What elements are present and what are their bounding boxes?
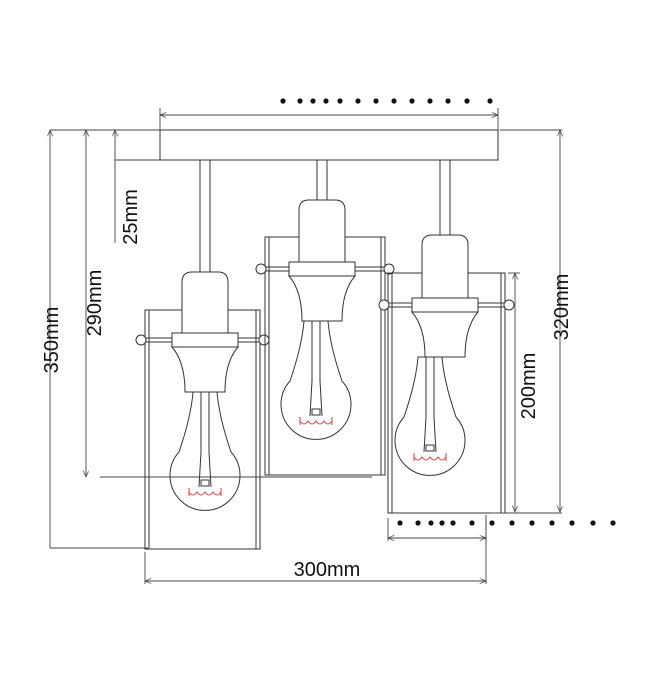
label-25mm: 25mm	[120, 189, 142, 245]
dot	[415, 520, 421, 526]
stem	[316, 159, 328, 201]
knob	[135, 334, 147, 346]
light-bulb	[169, 391, 241, 511]
socket-cup	[181, 271, 229, 337]
dimension-200mm: 200mm	[508, 273, 540, 512]
dot	[610, 520, 616, 526]
label-300mm: 300mm	[294, 559, 361, 581]
dot	[337, 98, 343, 104]
dot	[487, 98, 493, 104]
knob	[383, 263, 395, 275]
dot	[427, 98, 433, 104]
top-width-dimension	[160, 108, 498, 130]
dot	[310, 98, 316, 104]
label-350mm: 350mm	[41, 307, 63, 374]
dimension-300mm: 300mm	[145, 515, 486, 584]
dot	[529, 520, 535, 526]
dot	[373, 98, 379, 104]
dimension-350mm: 350mm	[41, 130, 160, 549]
knob	[378, 299, 390, 311]
dotted-line-top	[280, 98, 493, 104]
lamp-holder	[170, 346, 240, 393]
dot	[355, 98, 361, 104]
lamp-2	[255, 159, 395, 476]
collar	[171, 332, 239, 348]
knob	[255, 263, 267, 275]
dot	[428, 520, 434, 526]
dot	[439, 520, 445, 526]
stem	[199, 159, 211, 273]
dot	[464, 98, 470, 104]
filament	[413, 453, 447, 461]
stem	[439, 159, 451, 236]
socket-cup	[421, 234, 469, 302]
dot	[590, 520, 596, 526]
collar	[288, 261, 356, 277]
lamp-holder	[287, 275, 357, 322]
dot	[445, 98, 451, 104]
dot	[450, 520, 456, 526]
dot	[569, 520, 575, 526]
lamp-3	[378, 159, 515, 514]
dot	[489, 520, 495, 526]
dotted-line-bottom	[397, 520, 616, 526]
dot	[397, 520, 403, 526]
lamp-1	[135, 159, 270, 550]
dot	[549, 520, 555, 526]
ceiling-canopy	[159, 129, 499, 161]
filament	[188, 488, 222, 496]
label-200mm: 200mm	[518, 353, 540, 420]
knob	[258, 334, 270, 346]
dot	[391, 98, 397, 104]
light-bulb	[394, 356, 466, 476]
dot	[509, 520, 515, 526]
knob	[503, 299, 515, 311]
dimension-25mm: 25mm	[115, 130, 160, 245]
label-320mm: 320mm	[551, 274, 573, 341]
lamp-holder	[410, 311, 480, 358]
lamps	[135, 159, 515, 550]
label-290mm: 290mm	[84, 270, 106, 337]
light-bulb	[280, 320, 352, 440]
dot	[323, 98, 329, 104]
dot	[469, 520, 475, 526]
dimension-290mm: 290mm	[84, 130, 372, 477]
socket-cup	[298, 199, 346, 266]
dot	[280, 98, 286, 104]
collar	[411, 297, 479, 313]
dot	[297, 98, 303, 104]
filament	[299, 417, 333, 425]
dot	[409, 98, 415, 104]
dimension-320mm: 320mm	[490, 130, 573, 514]
